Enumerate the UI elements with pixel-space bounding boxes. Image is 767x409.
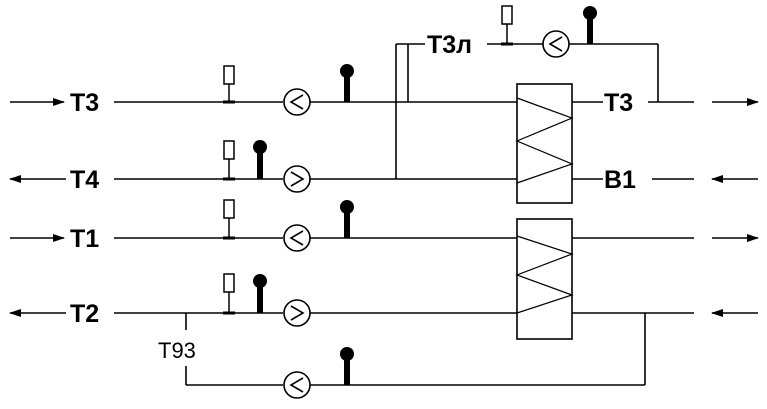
pump-t1-left <box>283 224 311 252</box>
label-b1-in: В1 <box>604 166 636 194</box>
pump-t3-left <box>283 88 311 116</box>
pump-t3l-left <box>542 30 570 58</box>
thermometer-t3l <box>583 6 597 44</box>
label-t3-in: Т3 <box>70 89 99 117</box>
valve-t3l <box>501 5 513 46</box>
heat-exchanger-1 <box>515 83 574 204</box>
thermometer-t1 <box>340 200 354 238</box>
valve-t3 <box>223 65 235 104</box>
label-t3-out: Т3 <box>604 89 633 117</box>
label-t3l: Т3л <box>427 31 472 59</box>
label-t2-out: Т2 <box>70 300 99 328</box>
label-t1-in: Т1 <box>70 225 99 253</box>
label-t4-out: Т4 <box>70 166 99 194</box>
pump-t4-right <box>283 165 311 193</box>
thermometer-t3 <box>340 64 354 102</box>
pump-t2-right <box>283 299 311 327</box>
heat-exchanger-2 <box>515 218 574 340</box>
thermometer-t2 <box>253 274 267 313</box>
label-t93: Т93 <box>158 338 196 363</box>
valve-t2 <box>223 273 235 315</box>
thermometer-t93 <box>340 347 354 385</box>
valve-t4 <box>223 140 235 181</box>
pump-t93-left <box>283 371 311 399</box>
valve-t1 <box>223 199 235 240</box>
thermometer-t4 <box>253 140 267 179</box>
